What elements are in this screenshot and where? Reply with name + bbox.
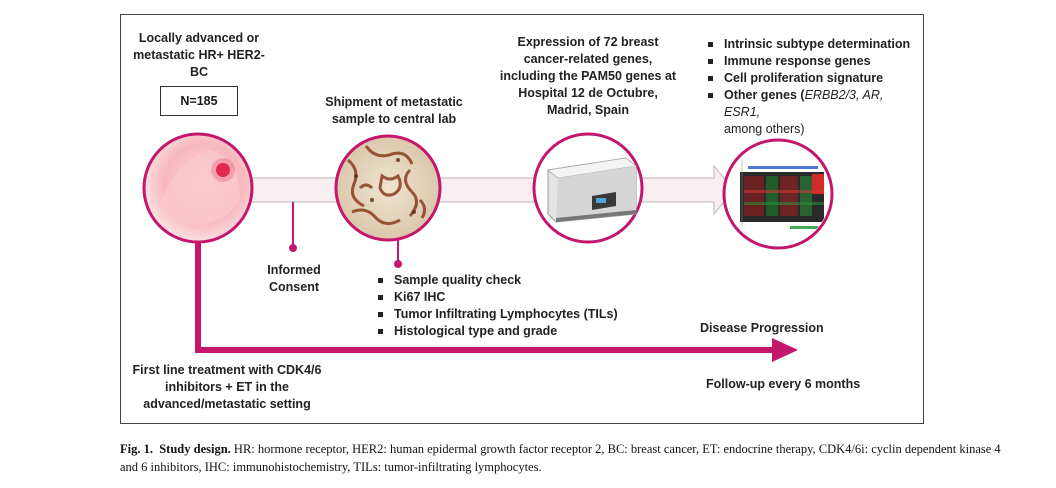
analysis-item: Immune response genes: [706, 53, 922, 70]
sample-check-item: Ki67 IHC: [376, 289, 636, 306]
shipment-label: Shipment of metastatic sample to central…: [325, 95, 463, 126]
analysis-item: Intrinsic subtype determination: [706, 36, 922, 53]
diagram-frame: [120, 14, 924, 424]
follow-up-label: Follow-up every 6 months: [706, 377, 861, 391]
disease-progression-label: Disease Progression: [700, 321, 824, 335]
other-genes-line2: among others): [724, 122, 805, 136]
analyses-list: Intrinsic subtype determination Immune r…: [706, 36, 922, 138]
figure-caption-text: HR: hormone receptor, HER2: human epider…: [120, 442, 1001, 474]
patients-title: Locally advanced or metastatic HR+ HER2-…: [133, 31, 265, 79]
sample-checks-list: Sample quality check Ki67 IHC Tumor Infi…: [376, 272, 636, 340]
consent-label: Informed Consent: [267, 263, 321, 294]
heatmap-image: [722, 138, 834, 250]
sample-check-item: Histological type and grade: [376, 323, 636, 340]
breast-image: [142, 132, 254, 244]
timeline-arrow: [195, 242, 776, 353]
figure-number: Fig. 1.: [120, 442, 153, 456]
figure-title: Study design.: [159, 442, 231, 456]
sequencer-image: [532, 132, 644, 244]
analysis-item: Cell proliferation signature: [706, 70, 922, 87]
expression-label: Expression of 72 breast cancer-related g…: [499, 35, 677, 117]
analysis-item-other: Other genes (ERBB2/3, AR, ESR1,among oth…: [706, 87, 922, 138]
patient-count-box: N=185: [160, 86, 238, 116]
process-arrow: [231, 164, 735, 216]
tissue-sample-image: [334, 134, 442, 242]
other-genes: ERBB2/3, AR, ESR1: [724, 88, 884, 119]
sample-check-item: Sample quality check: [376, 272, 636, 289]
treatment-label: First line treatment with CDK4/6 inhibit…: [132, 363, 322, 411]
sample-check-item: Tumor Infiltrating Lymphocytes (TILs): [376, 306, 636, 323]
figure-caption: Fig. 1. Study design. HR: hormone recept…: [120, 440, 1020, 476]
